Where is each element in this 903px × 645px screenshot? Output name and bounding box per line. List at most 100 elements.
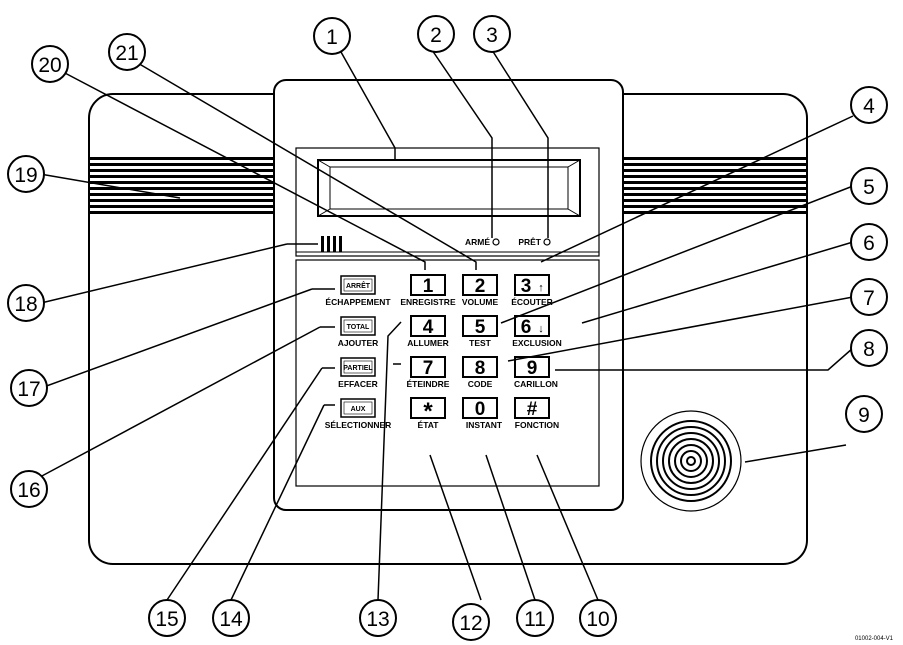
svg-text:15: 15 <box>155 608 178 631</box>
svg-text:14: 14 <box>219 608 243 631</box>
left-vent-grille <box>90 157 274 214</box>
svg-text:PARTIEL: PARTIEL <box>343 365 373 372</box>
svg-text:ÉCOUTER: ÉCOUTER <box>511 297 553 307</box>
svg-text:9: 9 <box>858 404 870 427</box>
key-star[interactable]: * ÉTAT <box>410 397 446 430</box>
callout-9: 9 <box>845 395 883 433</box>
callout-19: 19 <box>7 155 45 193</box>
speaker-icon <box>640 410 742 512</box>
svg-text:AJOUTER: AJOUTER <box>338 338 379 348</box>
svg-text:17: 17 <box>17 378 40 401</box>
svg-text:21: 21 <box>115 42 138 65</box>
svg-text:12: 12 <box>459 612 482 635</box>
svg-text:2: 2 <box>475 276 486 297</box>
callout-6: 6 <box>850 223 888 261</box>
leader-lines <box>39 49 854 601</box>
svg-text:0: 0 <box>475 399 486 420</box>
svg-text:EFFACER: EFFACER <box>338 379 378 389</box>
figure-id: 01002-004-V1 <box>855 636 894 642</box>
svg-text:AUX: AUX <box>351 406 366 413</box>
svg-text:1: 1 <box>326 26 338 49</box>
key-7[interactable]: 7 ÉTEINDRE <box>407 356 450 389</box>
function-key-partiel[interactable]: PARTIEL EFFACER <box>338 357 378 389</box>
callout-1: 1 <box>313 17 351 55</box>
up-arrow-icon: ↑ <box>538 282 544 294</box>
microphone-icon <box>321 236 342 252</box>
key-8[interactable]: 8 CODE <box>462 356 498 389</box>
svg-text:VOLUME: VOLUME <box>462 297 499 307</box>
svg-text:5: 5 <box>475 317 486 338</box>
key-3[interactable]: 3 ↑ ÉCOUTER <box>511 274 553 307</box>
svg-text:SÉLECTIONNER: SÉLECTIONNER <box>325 420 392 430</box>
svg-text:ÉCHAPPEMENT: ÉCHAPPEMENT <box>325 297 391 307</box>
svg-text:4: 4 <box>863 95 875 118</box>
svg-text:INSTANT: INSTANT <box>466 420 503 430</box>
function-key-aux[interactable]: AUX SÉLECTIONNER <box>325 398 392 430</box>
callout-4: 4 <box>850 86 888 124</box>
svg-text:ÉTAT: ÉTAT <box>418 420 440 430</box>
svg-text:8: 8 <box>475 358 486 379</box>
svg-text:EXCLUSION: EXCLUSION <box>512 338 562 348</box>
armed-indicator-label: ARMÉ <box>465 237 490 247</box>
svg-text:7: 7 <box>423 358 434 379</box>
svg-text:18: 18 <box>14 293 37 316</box>
key-5[interactable]: 5 TEST <box>462 315 498 348</box>
key-1[interactable]: 1 ENREGISTRE <box>400 274 456 307</box>
svg-text:ARRÊT: ARRÊT <box>346 281 371 290</box>
svg-text:3: 3 <box>486 24 498 47</box>
key-hash[interactable]: # FONCTION <box>514 397 559 430</box>
callout-11: 11 <box>516 599 554 637</box>
svg-text:9: 9 <box>527 358 538 379</box>
right-vent-grille <box>624 157 806 214</box>
key-0[interactable]: 0 INSTANT <box>462 397 503 430</box>
svg-text:CARILLON: CARILLON <box>514 379 558 389</box>
callout-20: 20 <box>31 45 69 83</box>
svg-text:CODE: CODE <box>468 379 493 389</box>
svg-text:1: 1 <box>423 276 434 297</box>
callout-7: 7 <box>850 278 888 316</box>
svg-text:FONCTION: FONCTION <box>515 420 559 430</box>
svg-text:ALLUMER: ALLUMER <box>407 338 449 348</box>
key-4[interactable]: 4 ALLUMER <box>407 315 449 348</box>
key-6[interactable]: 6 ↓ EXCLUSION <box>512 315 562 348</box>
svg-text:5: 5 <box>863 176 875 199</box>
callout-10: 10 <box>579 599 617 637</box>
armed-led-icon <box>492 238 500 246</box>
svg-text:TEST: TEST <box>469 338 492 348</box>
svg-text:13: 13 <box>366 608 389 631</box>
function-key-arret[interactable]: ARRÊT ÉCHAPPEMENT <box>325 275 391 307</box>
callout-15: 15 <box>148 599 186 637</box>
ready-indicator-label: PRÊT <box>518 236 541 247</box>
svg-text:20: 20 <box>38 54 61 77</box>
callout-14: 14 <box>212 599 250 637</box>
svg-text:ÉTEINDRE: ÉTEINDRE <box>407 379 450 389</box>
svg-text:7: 7 <box>863 287 875 310</box>
key-2[interactable]: 2 VOLUME <box>462 274 499 307</box>
svg-text:3: 3 <box>521 276 532 297</box>
svg-text:8: 8 <box>863 338 875 361</box>
svg-text:10: 10 <box>586 608 609 631</box>
down-arrow-icon: ↓ <box>538 323 544 335</box>
svg-text:TOTAL: TOTAL <box>347 324 370 331</box>
callout-12: 12 <box>452 603 490 641</box>
svg-text:19: 19 <box>14 164 37 187</box>
callout-5: 5 <box>850 167 888 205</box>
svg-text:4: 4 <box>423 317 434 338</box>
ready-led-icon <box>543 238 551 246</box>
function-key-total[interactable]: TOTAL AJOUTER <box>338 316 379 348</box>
svg-text:16: 16 <box>17 479 40 502</box>
svg-text:6: 6 <box>863 232 875 255</box>
callout-18: 18 <box>7 284 45 322</box>
callout-2: 2 <box>417 15 455 53</box>
callout-8: 8 <box>850 329 888 367</box>
callout-3: 3 <box>473 15 511 53</box>
svg-text:*: * <box>423 398 433 425</box>
callout-16: 16 <box>10 470 48 508</box>
svg-text:11: 11 <box>524 608 546 631</box>
callout-21: 21 <box>108 33 146 71</box>
svg-text:#: # <box>527 399 538 420</box>
svg-text:2: 2 <box>430 24 442 47</box>
svg-text:ENREGISTRE: ENREGISTRE <box>400 297 456 307</box>
callout-17: 17 <box>10 369 48 407</box>
